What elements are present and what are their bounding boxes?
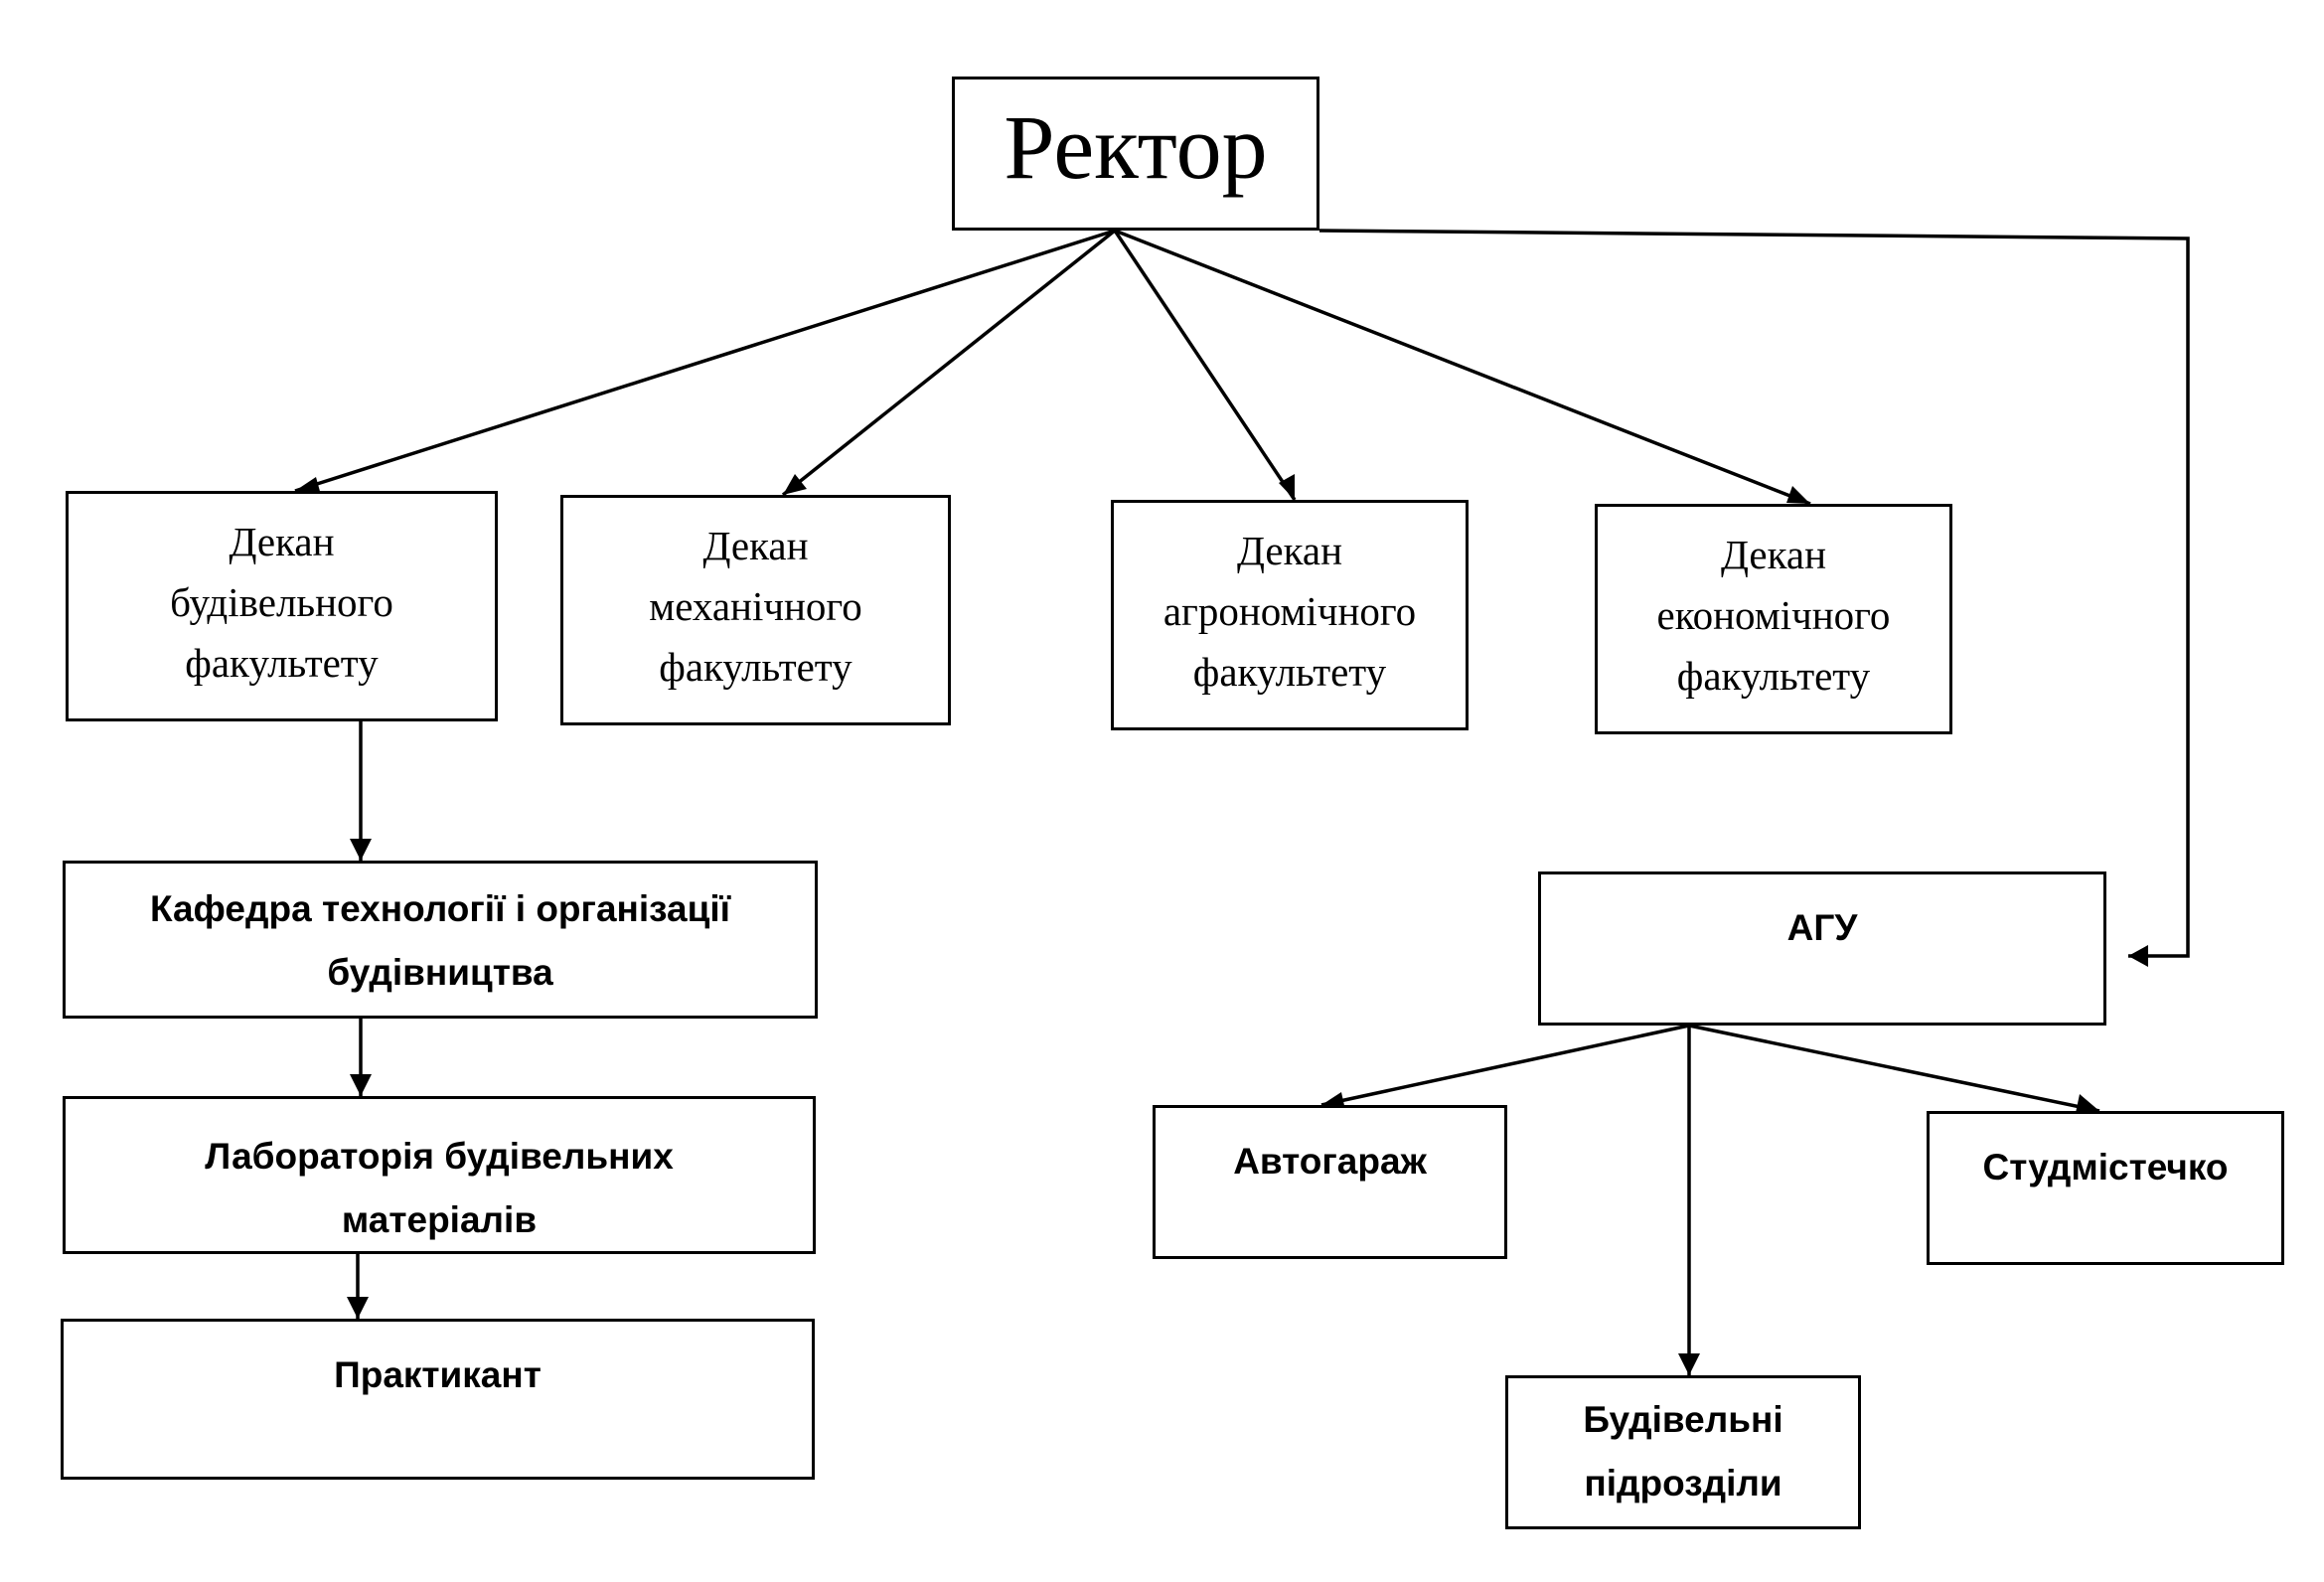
- arrowhead: [2128, 945, 2148, 967]
- arrowhead: [783, 474, 807, 495]
- construction-units-label: Будівельні підрозділи: [1583, 1399, 1783, 1503]
- laboratory-label: Лабораторія будівельних матеріалів: [205, 1136, 674, 1240]
- garage-label: Автогараж: [1233, 1141, 1427, 1182]
- department-box: Кафедра технології і організації будівни…: [63, 861, 818, 1019]
- trainee-box: Практикант: [61, 1319, 815, 1480]
- edge-agu-campus: [1688, 1024, 2100, 1113]
- agu-box: АГУ: [1538, 871, 2106, 1026]
- edge-rector-dean-agronomy: [1113, 230, 1297, 501]
- dean-economics-label: Декан економічного факультету: [1656, 532, 1891, 699]
- rector-box: Ректор: [952, 77, 1319, 231]
- laboratory-box: Лабораторія будівельних матеріалів: [63, 1096, 816, 1254]
- dean-construction-box: Декан будівельного факультету: [66, 491, 498, 721]
- dean-economics-box: Декан економічного факультету: [1595, 504, 1952, 734]
- dean-mechanical-box: Декан механічного факультету: [560, 495, 951, 725]
- arrowhead: [1678, 1353, 1700, 1375]
- dean-construction-label: Декан будівельного факультету: [170, 519, 393, 686]
- edge-rector-dean-construction: [294, 229, 1116, 493]
- arrowhead: [1786, 486, 1810, 504]
- edge-rector-dean-economics: [1114, 229, 1811, 506]
- arrowhead: [295, 477, 321, 495]
- construction-units-box: Будівельні підрозділи: [1505, 1375, 1861, 1529]
- dean-mechanical-label: Декан механічного факультету: [649, 523, 862, 690]
- dean-agronomy-box: Декан агрономічного факультету: [1111, 500, 1469, 730]
- department-label: Кафедра технології і організації будівни…: [149, 888, 731, 993]
- arrowhead: [1279, 474, 1295, 500]
- garage-box: Автогараж: [1153, 1105, 1507, 1259]
- edge-rector-agu: [1318, 229, 2190, 958]
- arrowhead: [350, 1074, 372, 1096]
- rector-label: Ректор: [1004, 96, 1268, 198]
- arrowhead: [347, 1297, 369, 1319]
- campus-label: Студмістечко: [1982, 1147, 2229, 1187]
- edge-rector-dean-mechanical: [781, 229, 1117, 497]
- campus-box: Студмістечко: [1927, 1111, 2284, 1265]
- arrowhead: [350, 839, 372, 861]
- arrowhead: [2076, 1094, 2099, 1113]
- agu-label: АГУ: [1786, 907, 1858, 948]
- edge-agu-garage: [1320, 1024, 1690, 1107]
- dean-agronomy-label: Декан агрономічного факультету: [1162, 528, 1417, 695]
- trainee-label: Практикант: [334, 1354, 542, 1395]
